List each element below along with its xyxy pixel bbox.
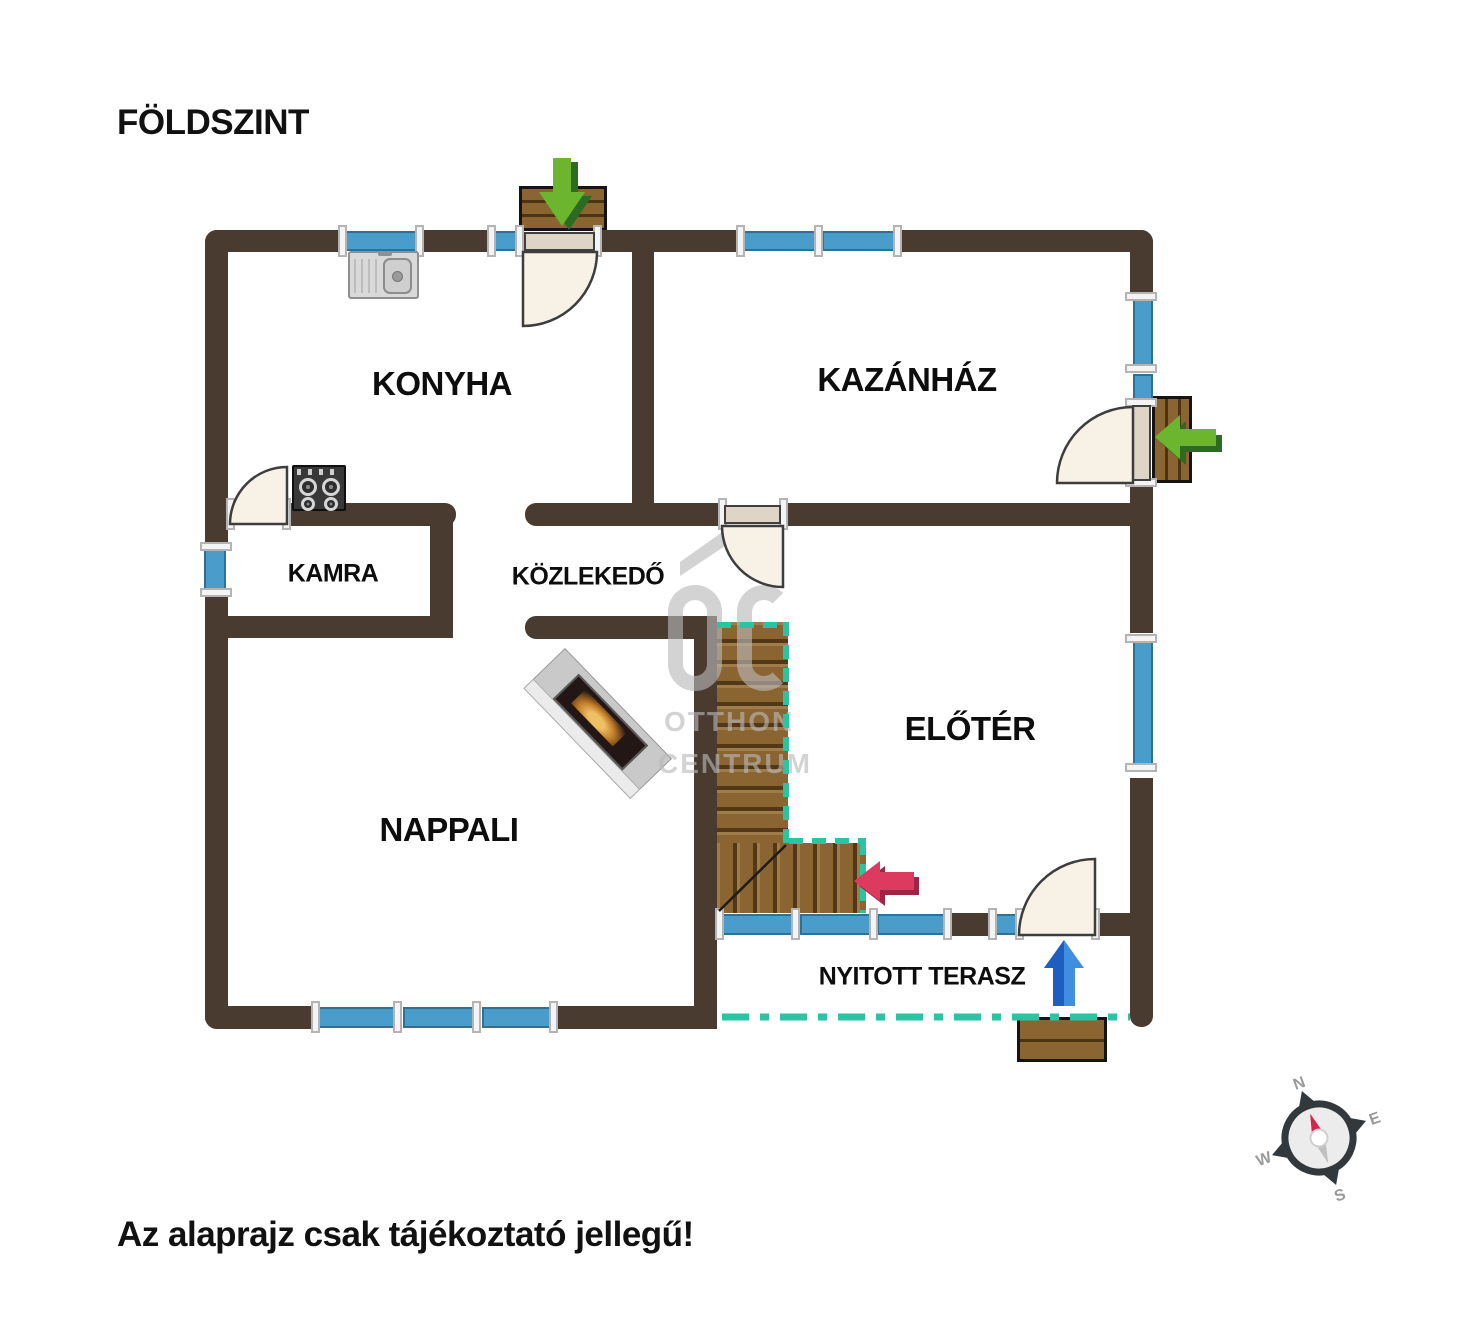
room-label-kazanhaz: KAZÁNHÁZ (817, 361, 997, 398)
window-bracket (736, 225, 745, 257)
window-bracket (549, 1001, 558, 1033)
stove-burner (301, 497, 315, 511)
watermark-letter-o (668, 585, 722, 691)
compass-label-s: S (1332, 1186, 1348, 1206)
wall-segment (694, 617, 717, 1029)
stairs-upper-run (717, 622, 788, 845)
entrance-arrow-top-icon (539, 158, 592, 230)
wall-segment (205, 616, 453, 638)
room-label-konyha: KONYHA (371, 365, 513, 402)
window-bracket (515, 225, 524, 257)
stairs-lower-run (717, 843, 866, 913)
disclaimer-text: Az alaprajz csak tájékoztató jellegű! (117, 1215, 694, 1254)
window-bracket (1125, 364, 1157, 373)
wall-segment (420, 230, 492, 252)
front-entrance-arrow-icon (1044, 940, 1084, 1006)
room-label-terasz: NYITOTT TERASZ (818, 962, 1026, 991)
window-bracket (988, 908, 997, 940)
wall-segment (632, 252, 654, 505)
watermark-letter-c (737, 585, 791, 691)
wall-segment (1130, 778, 1153, 1027)
door-swing-boiler-entrance (1055, 405, 1135, 485)
window-bracket (415, 225, 424, 257)
wall-segment (783, 503, 1130, 526)
door-swing-hall (720, 524, 785, 589)
stove-burner (322, 478, 340, 496)
wall-segment (898, 230, 1153, 252)
compass-label-w: W (1254, 1149, 1275, 1170)
stove-knobs (297, 469, 341, 475)
window-bracket (814, 225, 823, 257)
window-bracket (1125, 763, 1157, 772)
door-leaf-hall (724, 505, 781, 524)
watermark-line1: OTTHON (664, 706, 795, 737)
wall-segment (430, 505, 453, 638)
wall-segment (205, 230, 228, 547)
doormat-terrace-step (1017, 1017, 1107, 1062)
stair-edge-dashes (717, 622, 866, 913)
door-swing-front-door (1017, 857, 1097, 937)
wall-segment (597, 230, 742, 252)
wall-segment (205, 1006, 316, 1029)
window-bracket (791, 908, 800, 940)
wall-segment (205, 230, 343, 252)
wall-segment (205, 593, 228, 1029)
stove-burner (299, 478, 317, 496)
wall-segment (525, 503, 722, 526)
window-bracket (487, 225, 496, 257)
stair-winder-line (718, 844, 787, 912)
room-label-eloter: ELŐTÉR (904, 710, 1036, 747)
wall-segment (1130, 230, 1153, 296)
door-swing-kitchen-entrance (521, 250, 599, 328)
window-bracket (338, 225, 347, 257)
room-label-nappali: NAPPALI (379, 811, 519, 848)
entrance-arrow-right-icon (1155, 415, 1222, 465)
sink-faucet (378, 251, 392, 256)
window-bracket (200, 542, 232, 551)
window-bracket (311, 1001, 320, 1033)
wall-segment (555, 1006, 717, 1029)
room-label-kamra: KAMRA (287, 559, 379, 588)
window-bracket (1125, 292, 1157, 301)
kitchen-sink-icon (348, 251, 419, 299)
wall-segment (948, 913, 993, 936)
wall-segment (1095, 913, 1130, 936)
window-bracket (200, 588, 232, 597)
window-bracket (1125, 634, 1157, 643)
stairs-direction-arrow-icon (854, 861, 919, 906)
window-bracket (893, 225, 902, 257)
compass-label-n: N (1291, 1074, 1308, 1094)
sink-drainboard (354, 259, 380, 293)
window-bracket (943, 908, 952, 940)
room-label-kozlekedo: KÖZLEKEDŐ (511, 562, 665, 591)
door-swing-pantry (228, 465, 289, 526)
watermark-otthon-centrum: OTTHON CENTRUM (650, 528, 810, 788)
window-bracket (393, 1001, 402, 1033)
door-leaf-kitchen-entrance (524, 232, 595, 251)
stove-burner (324, 497, 338, 511)
page-title: FÖLDSZINT (117, 103, 309, 142)
wall-segment (1130, 483, 1153, 633)
stove-icon (292, 465, 346, 511)
compass-rose-icon: N E S W (1254, 1074, 1383, 1206)
sink-drain (392, 271, 403, 282)
compass-label-e: E (1367, 1109, 1383, 1129)
window-bracket (869, 908, 878, 940)
window-bracket (472, 1001, 481, 1033)
